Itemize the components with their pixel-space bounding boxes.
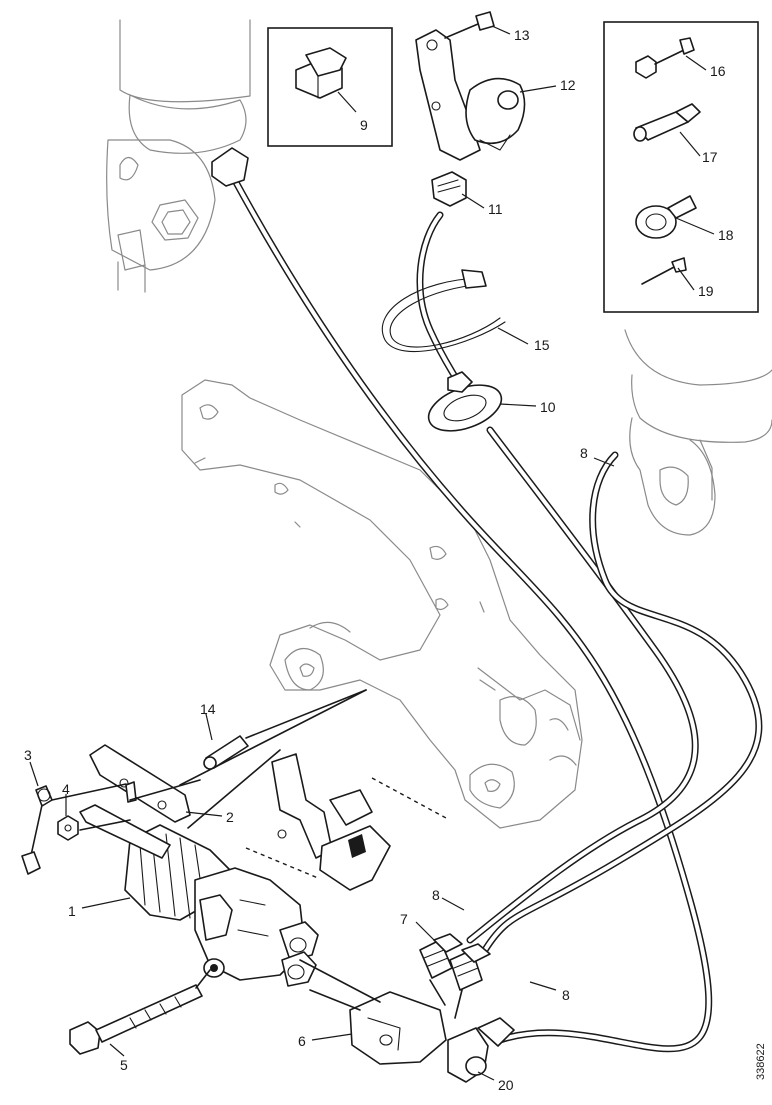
union-block — [349, 991, 447, 1065]
pipe-fitting — [431, 171, 467, 207]
elbow-fitting — [447, 1017, 515, 1083]
axle-bracket — [271, 753, 391, 891]
drawing-reference-number: 338622 — [755, 1043, 767, 1080]
valve-bracket — [79, 744, 191, 859]
pin-14 — [203, 735, 249, 770]
cable-tie — [381, 269, 506, 353]
callout-20: 20 — [498, 1077, 514, 1093]
air-pipes — [211, 147, 763, 1053]
callout-14: 14 — [200, 701, 216, 717]
inset-fasteners — [603, 21, 759, 313]
link-rod — [21, 785, 53, 875]
callout-12: 12 — [560, 77, 576, 93]
callout-labels: 1 2 3 4 5 6 7 8 8 8 9 10 11 12 13 14 15 … — [24, 27, 734, 1093]
callout-13: 13 — [514, 27, 530, 43]
callout-9: 9 — [360, 117, 368, 133]
callout-8-middle: 8 — [432, 887, 440, 903]
leader-lines — [29, 25, 715, 1081]
alignment-lines — [51, 689, 463, 1019]
callout-8-lower: 8 — [562, 987, 570, 1003]
callout-8-upper: 8 — [580, 445, 588, 461]
callout-18: 18 — [718, 227, 734, 243]
callout-16: 16 — [710, 63, 726, 79]
callout-10: 10 — [540, 399, 556, 415]
callout-2: 2 — [226, 809, 234, 825]
mounting-bracket — [415, 29, 526, 161]
push-in-connectors — [419, 933, 491, 991]
callout-11: 11 — [488, 201, 503, 217]
callout-19: 19 — [698, 283, 714, 299]
bolt-5 — [69, 984, 203, 1055]
bolt-13 — [444, 11, 495, 39]
nut-4 — [57, 815, 79, 841]
axle-beam — [181, 379, 583, 829]
air-bellows-left — [106, 19, 251, 293]
callout-3: 3 — [24, 747, 32, 763]
inset-clip — [267, 27, 393, 147]
callout-1: 1 — [68, 903, 76, 919]
callout-6: 6 — [298, 1033, 306, 1049]
grommet — [427, 371, 503, 432]
callout-15: 15 — [534, 337, 550, 353]
callout-5: 5 — [120, 1057, 128, 1073]
air-bellows-right — [624, 329, 772, 536]
callout-4: 4 — [62, 781, 70, 797]
callout-7: 7 — [400, 911, 408, 927]
callout-17: 17 — [702, 149, 718, 165]
